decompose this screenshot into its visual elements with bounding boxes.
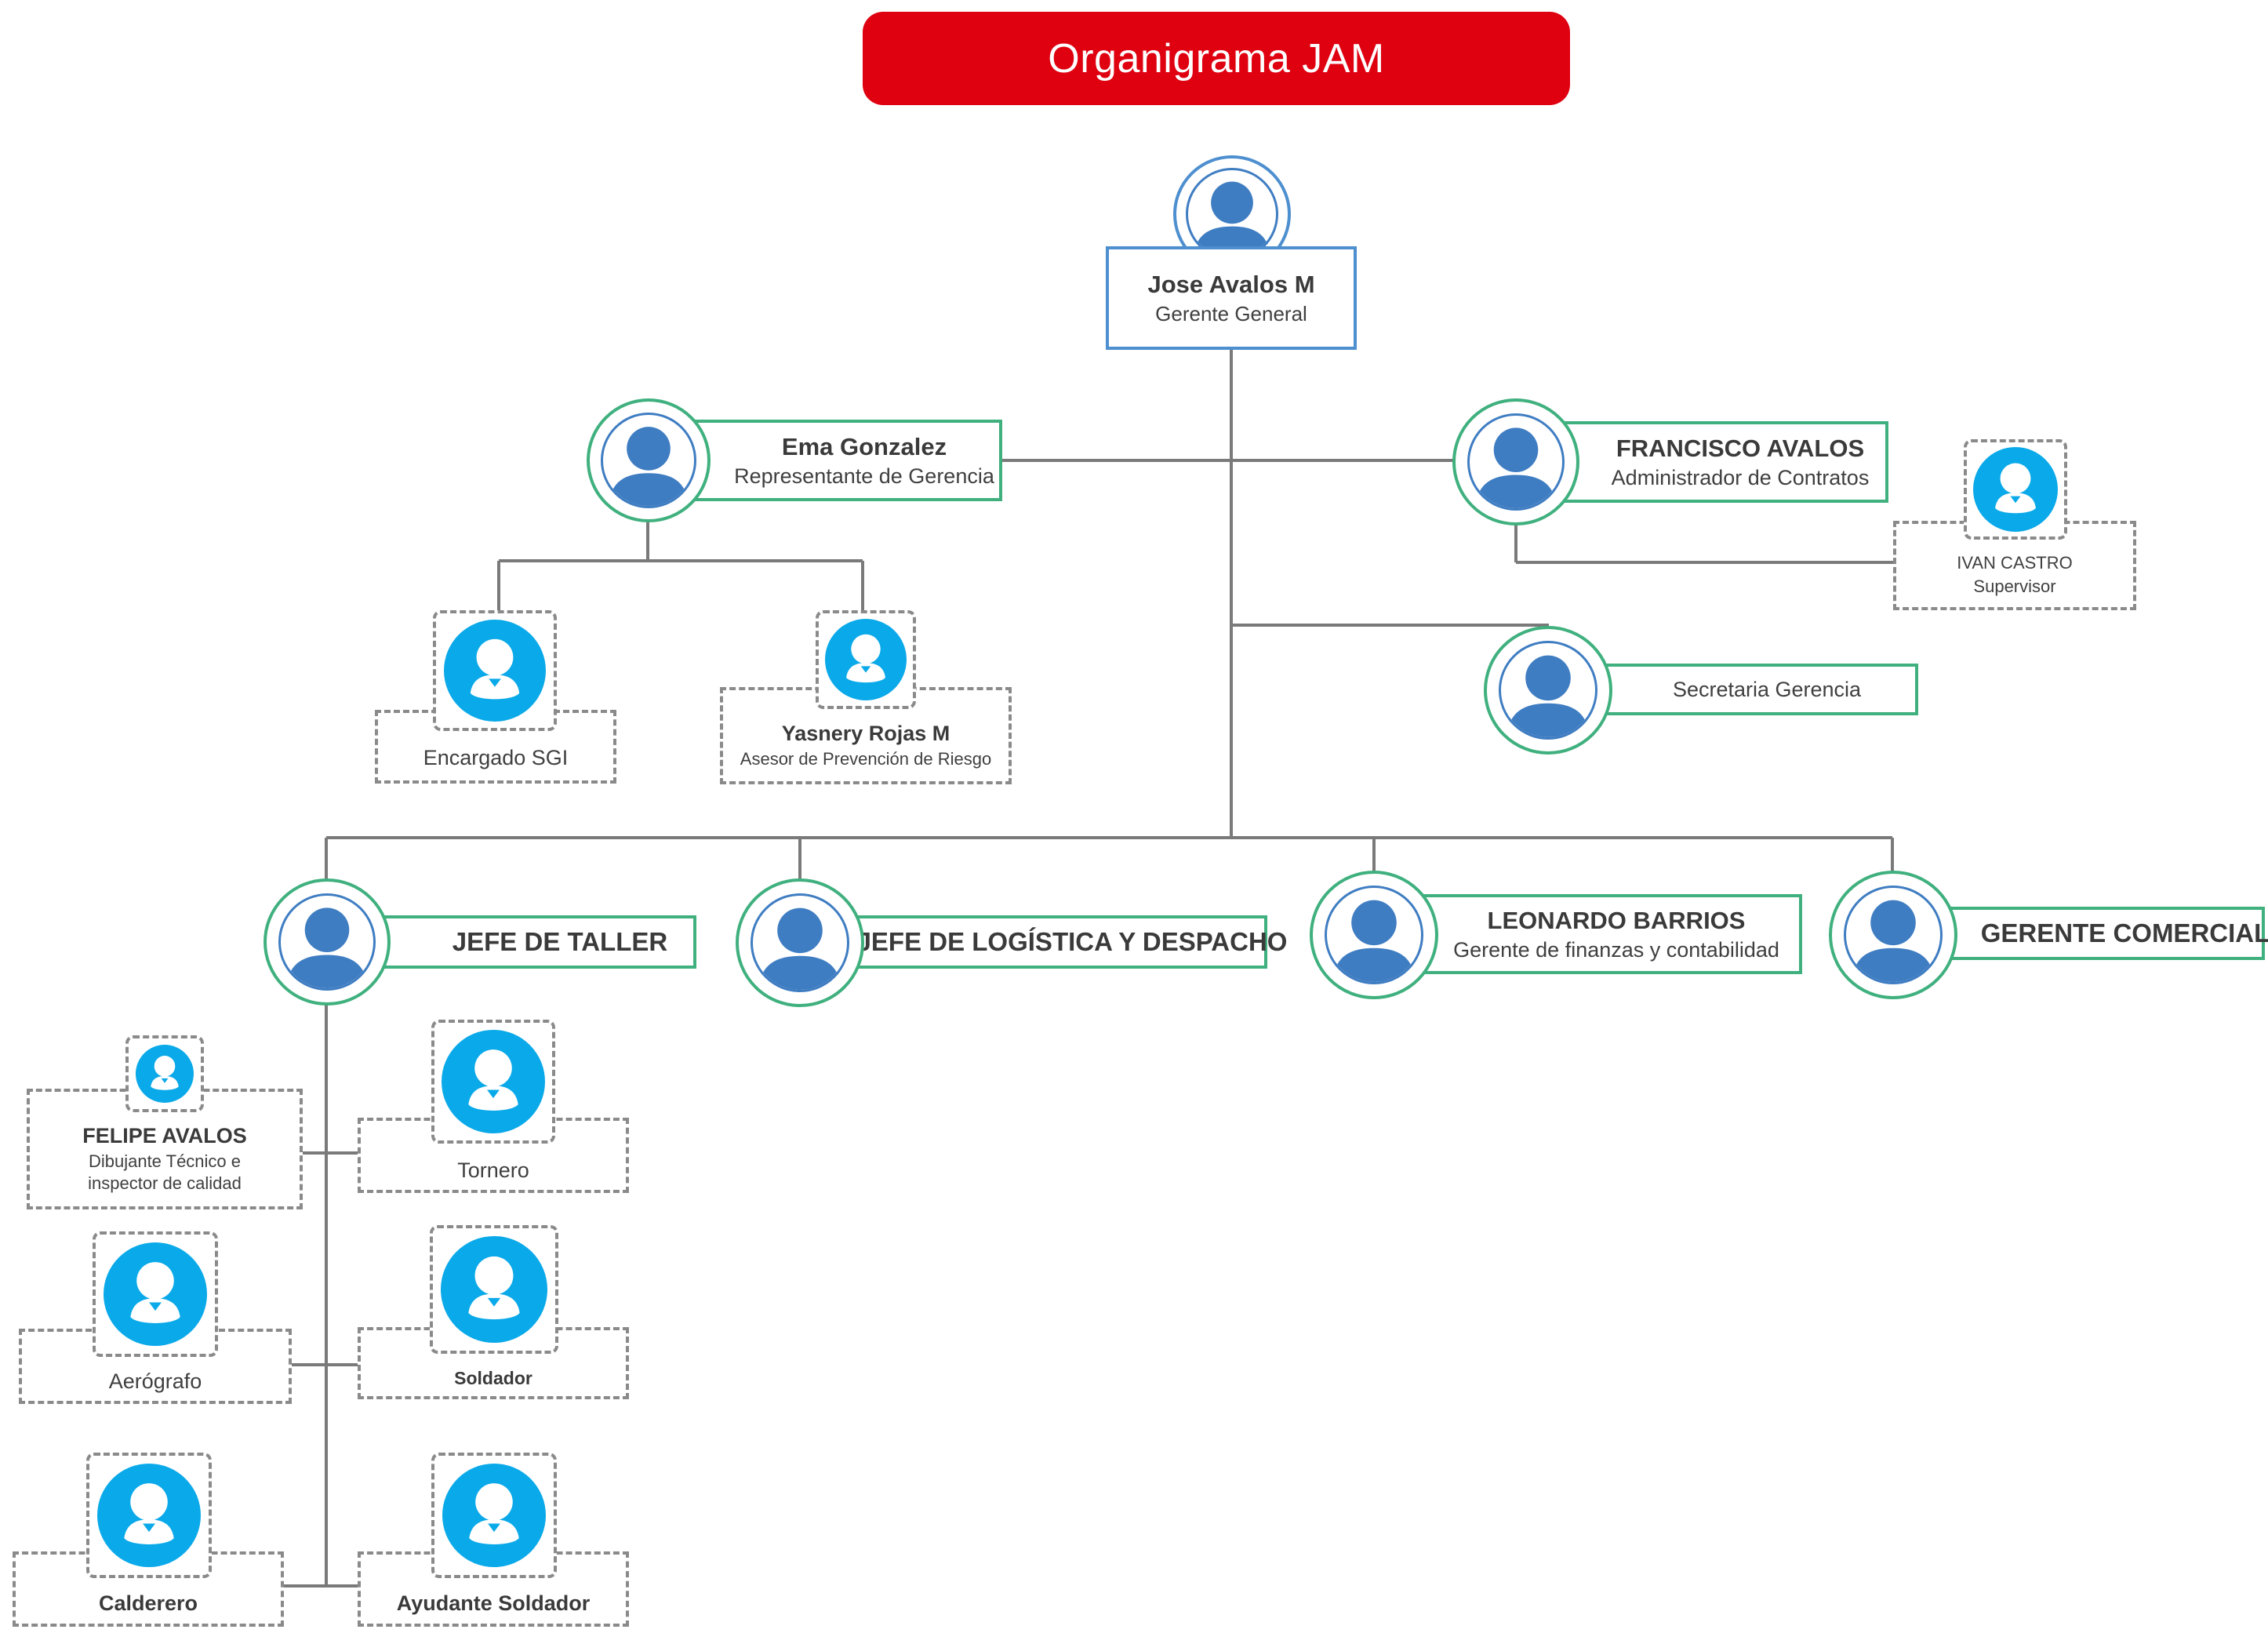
jefe-logistica-name: JEFE DE LOGÍSTICA Y DESPACHO: [856, 927, 1288, 956]
supervisor-photo-frame: [1964, 439, 2067, 540]
dibujante-role-line2: inspector de calidad: [88, 1173, 242, 1193]
finanzas-name: LEONARDO BARRIOS: [1487, 906, 1746, 934]
person-icon: [1467, 413, 1565, 511]
representante-avatar: [587, 398, 711, 522]
person-icon: [825, 619, 907, 700]
supervisor-name: IVAN CASTRO: [1957, 553, 2073, 573]
comercial-box[interactable]: GERENTE COMERCIAL: [1929, 907, 2268, 960]
tornero-photo-frame: [431, 1020, 555, 1144]
prevencion-name: Yasnery Rojas M: [781, 721, 950, 745]
ayudante-role: Ayudante Soldador: [396, 1591, 591, 1615]
chart-title: Organigrama JAM: [863, 12, 1570, 105]
prevencion-photo-frame: [816, 610, 916, 709]
dibujante-name: FELIPE AVALOS: [82, 1123, 247, 1147]
sgi-photo-frame: [433, 610, 557, 731]
person-icon: [1844, 886, 1943, 984]
soldador-role: Soldador: [454, 1367, 532, 1388]
administrador-avatar: [1452, 398, 1579, 526]
representante-role: Representante de Gerencia: [734, 464, 994, 488]
jefe-taller-avatar: [264, 878, 391, 1006]
calderero-photo-frame: [86, 1453, 212, 1578]
person-icon: [442, 1030, 545, 1133]
ayudante-photo-frame: [431, 1453, 557, 1578]
sgi-role: Encargado SGI: [423, 745, 569, 769]
sgi-box[interactable]: Encargado SGI: [375, 710, 616, 784]
finanzas-role: Gerente de finanzas y contabilidad: [1453, 937, 1779, 962]
jefe-taller-name: JEFE DE TALLER: [452, 927, 668, 956]
comercial-name: GERENTE COMERCIAL: [1980, 918, 2268, 947]
comercial-avatar: [1829, 871, 1957, 999]
finanzas-box[interactable]: LEONARDO BARRIOS Gerente de finanzas y c…: [1412, 894, 1802, 974]
prevencion-role: Asesor de Prevención de Riesgo: [740, 748, 992, 769]
person-icon: [1973, 447, 2058, 532]
ceo-role: Gerente General: [1155, 301, 1307, 326]
person-icon: [441, 1236, 547, 1343]
ceo-box[interactable]: Jose Avalos M Gerente General: [1106, 246, 1357, 350]
ceo-name: Jose Avalos M: [1147, 270, 1315, 298]
secretaria-role: Secretaria Gerencia: [1672, 677, 1862, 701]
supervisor-role: Supervisor: [1973, 576, 2056, 596]
representante-box[interactable]: Ema Gonzalez Representante de Gerencia: [687, 420, 1002, 501]
administrador-role: Administrador de Contratos: [1611, 465, 1870, 489]
person-icon: [442, 1464, 546, 1567]
soldador-photo-frame: [430, 1225, 558, 1354]
jefe-taller-box[interactable]: JEFE DE TALLER: [361, 915, 696, 969]
administrador-name: FRANCISCO AVALOS: [1616, 434, 1865, 462]
dibujante-role-line1: Dibujante Técnico e: [88, 1151, 242, 1171]
finanzas-avatar: [1310, 871, 1438, 999]
ayudante-box[interactable]: Ayudante Soldador: [358, 1551, 629, 1627]
aerografo-photo-frame: [93, 1231, 218, 1357]
dibujante-photo-frame: [125, 1035, 204, 1112]
secretaria-avatar: [1484, 626, 1612, 755]
person-icon: [601, 413, 696, 508]
calderero-role: Calderero: [98, 1591, 198, 1615]
representante-name: Ema Gonzalez: [781, 432, 947, 460]
jefe-logistica-avatar: [736, 878, 864, 1007]
administrador-box[interactable]: FRANCISCO AVALOS Administrador de Contra…: [1553, 421, 1888, 503]
tornero-role: Tornero: [457, 1158, 529, 1182]
person-icon: [136, 1045, 194, 1103]
person-icon: [444, 620, 546, 722]
person-icon: [278, 893, 376, 991]
person-icon: [1325, 886, 1423, 984]
aerografo-role: Aerógrafo: [108, 1369, 202, 1393]
jefe-logistica-box[interactable]: JEFE DE LOGÍSTICA Y DESPACHO: [834, 915, 1287, 969]
person-icon: [104, 1242, 207, 1346]
person-icon: [97, 1464, 201, 1567]
secretaria-box[interactable]: Secretaria Gerencia: [1584, 664, 1918, 715]
person-icon: [751, 893, 849, 992]
person-icon: [1499, 641, 1597, 740]
